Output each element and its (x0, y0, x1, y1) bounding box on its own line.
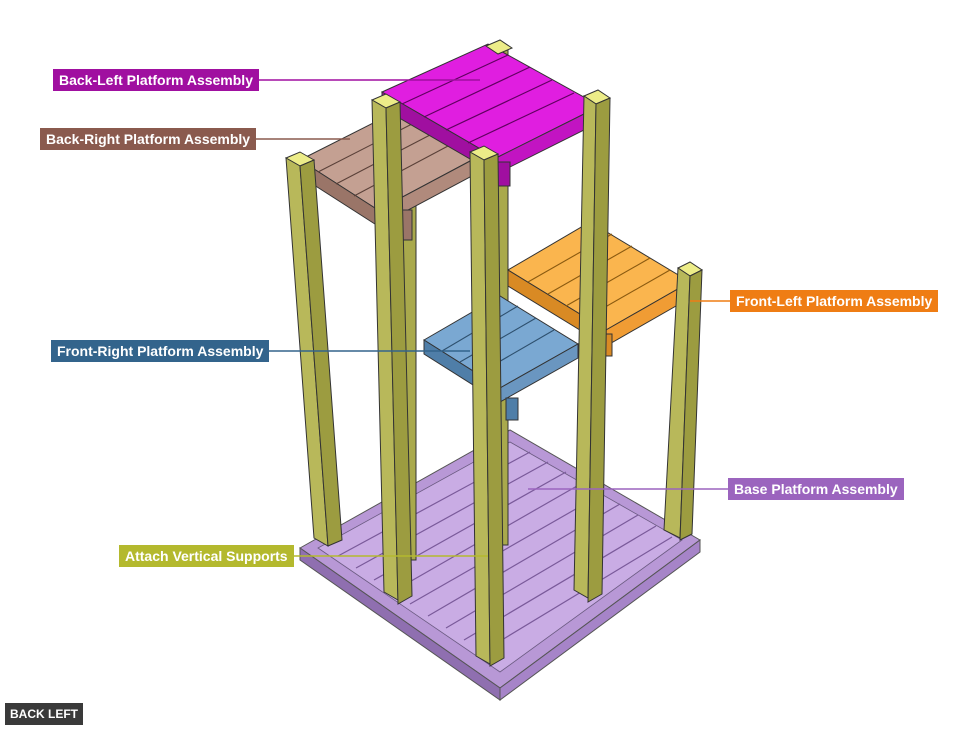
label-back-right-platform: Back-Right Platform Assembly (40, 128, 257, 150)
post-back (484, 39, 514, 55)
post-left (284, 151, 343, 547)
post-front (468, 145, 505, 667)
label-front-left-platform: Front-Left Platform Assembly (730, 290, 939, 312)
view-orientation-badge: BACK LEFT (5, 703, 83, 725)
label-base-platform: Base Platform Assembly (728, 478, 904, 500)
leader-lines (256, 79, 730, 557)
label-front-right-platform: Front-Right Platform Assembly (51, 340, 270, 362)
label-vertical-supports: Attach Vertical Supports (119, 545, 294, 567)
vertical-supports (284, 39, 703, 667)
post-front-left (370, 93, 413, 605)
post-far-right (663, 261, 703, 541)
post-right (573, 89, 612, 603)
label-back-left-platform: Back-Left Platform Assembly (53, 69, 259, 91)
back-left-platform (380, 43, 602, 187)
